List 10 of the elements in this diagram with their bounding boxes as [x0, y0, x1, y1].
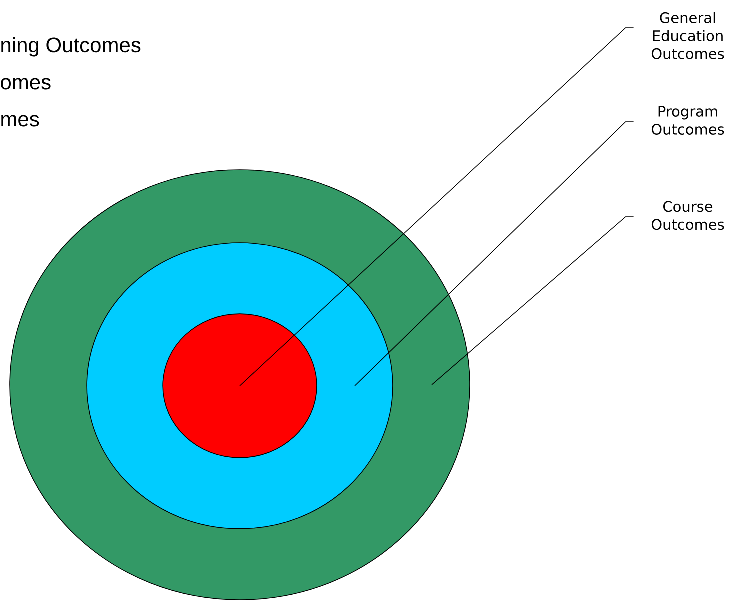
outcome-label: General Education Outcomes — [652, 12, 724, 60]
heading-text: omes — [1, 78, 51, 90]
target-ring — [162, 314, 318, 458]
heading-text: mes — [2, 115, 40, 127]
leader-line — [240, 28, 634, 386]
outcome-label: Program Outcomes — [652, 106, 724, 135]
heading-text: ning Outcomes — [2, 37, 141, 57]
outcome-label: Course Outcomes — [652, 201, 724, 230]
leader-line — [432, 216, 634, 386]
leader-line — [354, 122, 634, 386]
